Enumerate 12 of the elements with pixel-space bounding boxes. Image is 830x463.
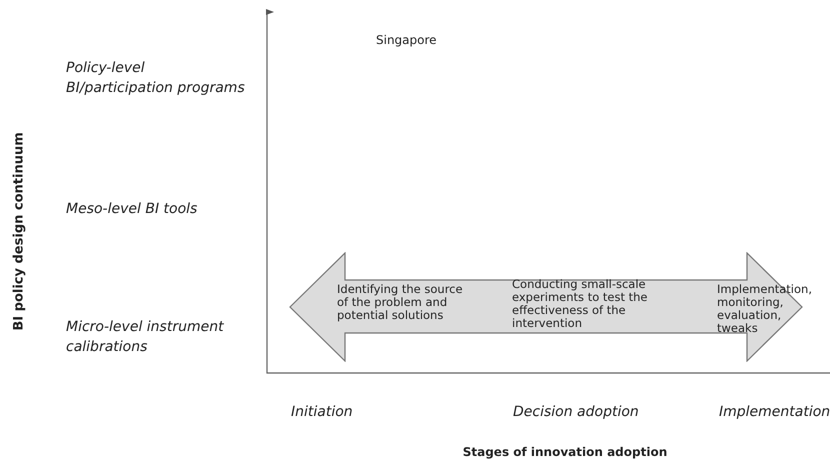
axis-tick-label: Implementation xyxy=(719,403,829,422)
axis-tick-label: Decision adoption xyxy=(513,403,640,422)
axis-title: Stages of innovation adoption xyxy=(462,444,668,461)
arrow-text: Conducting small-scale experiments to test the effectiveness of the intervention xyxy=(512,278,649,330)
arrow-text: Implementation, monitoring, evaluation, tweaks xyxy=(717,283,813,335)
chart-annotation: Singapore xyxy=(376,32,438,49)
arrow-text: Identifying the source of the problem and potential solutions xyxy=(337,283,464,322)
axis-tick-label: Policy-level BI/participation programs xyxy=(66,59,246,98)
axis-tick-label: Meso-level BI tools xyxy=(66,200,198,219)
axis-title: BI policy design continuum xyxy=(10,131,28,333)
axis-tick-label: Micro-level instrument calibrations xyxy=(66,318,225,358)
axis-tick-label: Initiation xyxy=(291,403,354,422)
